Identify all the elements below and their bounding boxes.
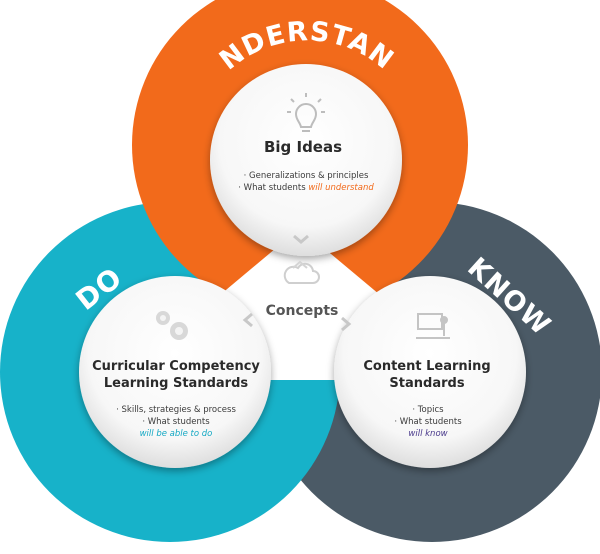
know-bullet-2: · What students bbox=[394, 417, 462, 427]
know-title-line-2: Standards bbox=[389, 376, 464, 391]
cloud-icon bbox=[283, 262, 320, 284]
do-title-line-1: Curricular Competency bbox=[92, 359, 260, 374]
understand-bullet-1: · Generalizations & principles bbox=[244, 171, 369, 181]
teacher-icon bbox=[416, 313, 450, 339]
know-title-line-1: Content Learning bbox=[363, 359, 490, 374]
gears-icon bbox=[156, 311, 188, 340]
understand-bullet-2: · What students will understand bbox=[238, 183, 374, 193]
know-inner-circle bbox=[334, 276, 526, 468]
lightbulb-icon bbox=[287, 93, 325, 132]
chevron-right-icon bbox=[341, 316, 352, 332]
know-bullet-3: will know bbox=[408, 429, 447, 439]
concepts-label: Concepts bbox=[266, 303, 339, 319]
know-bullet-1: · Topics bbox=[412, 405, 444, 415]
chevron-up-icon bbox=[292, 260, 308, 269]
chevron-left-icon bbox=[242, 312, 253, 328]
do-title-line-2: Learning Standards bbox=[104, 376, 248, 391]
do-bullet-2: · What students bbox=[142, 417, 210, 427]
big-ideas-title: Big Ideas bbox=[264, 138, 342, 156]
chevron-down-icon bbox=[293, 234, 309, 244]
do-bullet-3: will be able to do bbox=[140, 429, 213, 439]
do-inner-circle bbox=[79, 276, 271, 468]
do-bullet-1: · Skills, strategies & process bbox=[116, 405, 236, 415]
understand-inner-circle bbox=[210, 64, 402, 256]
